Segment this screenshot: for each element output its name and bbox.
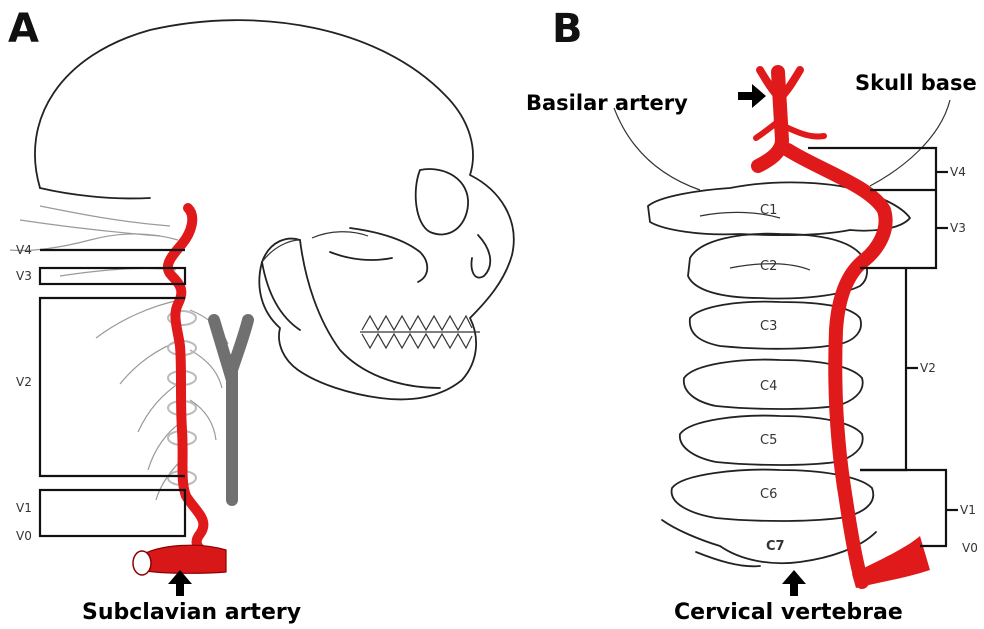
segment-label-a-v3: V3 <box>16 269 32 283</box>
segment-label-b-v3: V3 <box>950 221 966 235</box>
carotid-artery <box>214 320 248 500</box>
skull-illustration <box>35 20 514 399</box>
segment-label-a-v0: V0 <box>16 529 32 543</box>
panel-b: B C1 C2 C3 C4 C5 C6 C7 <box>526 6 978 625</box>
vertebra-label-c3: C3 <box>760 319 777 334</box>
vertebra-label-c7: C7 <box>766 539 785 554</box>
panel-a-letter: A <box>8 6 39 52</box>
vertebra-label-c6: C6 <box>760 487 777 502</box>
panel-b-letter: B <box>552 6 583 52</box>
vertebra-label-c4: C4 <box>760 379 777 394</box>
arrow-up-icon <box>782 570 806 596</box>
segment-brackets-a <box>40 250 185 536</box>
vertebra-label-c2: C2 <box>760 259 777 274</box>
subclavian-artery-label: Subclavian artery <box>82 600 301 625</box>
basilar-artery-label: Basilar artery <box>526 91 688 115</box>
segment-label-a-v1: V1 <box>16 501 32 515</box>
vertebral-artery-a <box>133 208 226 575</box>
arrow-right-icon <box>738 84 766 108</box>
vertebra-label-c1: C1 <box>760 203 777 218</box>
segment-label-b-v2: V2 <box>920 361 936 375</box>
panel-a: A <box>8 6 514 625</box>
segment-label-a-v4: V4 <box>16 243 32 257</box>
segment-label-b-v1: V1 <box>960 503 976 517</box>
skull-base-label: Skull base <box>855 71 977 95</box>
vertebra-label-c5: C5 <box>760 433 777 448</box>
segment-label-b-v4: V4 <box>950 165 966 179</box>
segment-label-b-v0: V0 <box>962 541 978 555</box>
cervical-spine-illustration <box>614 100 950 566</box>
cervical-vertebrae-label: Cervical vertebrae <box>674 600 903 625</box>
segment-label-a-v2: V2 <box>16 375 32 389</box>
